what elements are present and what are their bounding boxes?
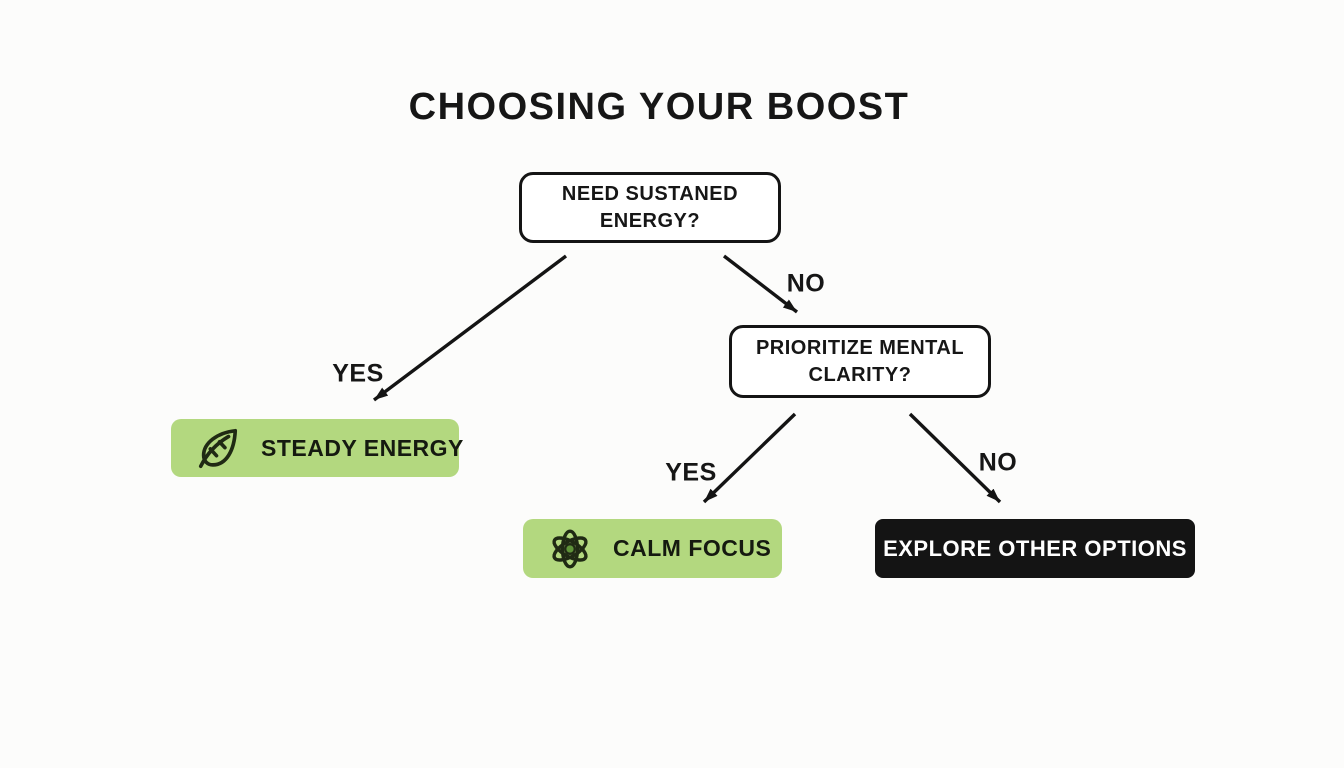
outcome-explore-other-options: EXPLORE OTHER OPTIONS <box>875 519 1195 578</box>
leaf-icon <box>195 424 241 472</box>
edge-label-yes: YES <box>332 359 384 388</box>
outcome-steady-energy: STEADY ENERGY <box>171 419 463 477</box>
outcome-calm-focus: CALM FOCUS <box>523 519 782 578</box>
decision-node-need-sustained-energy: NEED SUSTANED ENERGY? <box>519 172 781 243</box>
page-title: CHOOSING YOUR BOOST <box>408 86 910 128</box>
outcome-label: CALM FOCUS <box>613 535 772 561</box>
edge-label-no: NO <box>978 448 1018 477</box>
outcome-label: EXPLORE OTHER OPTIONS <box>883 535 1187 561</box>
edge-label-yes: YES <box>665 458 717 487</box>
outcome-label: STEADY ENERGY <box>261 434 464 461</box>
edge-label-no: NO <box>786 269 826 298</box>
decision-node-prioritize-mental-clarity: PRIORITIZE MENTAL CLARITY? <box>729 325 991 398</box>
arrow-yes-to-steady-energy <box>372 254 568 402</box>
atom-icon <box>547 526 593 572</box>
arrow-yes-to-calm-focus <box>702 412 797 504</box>
